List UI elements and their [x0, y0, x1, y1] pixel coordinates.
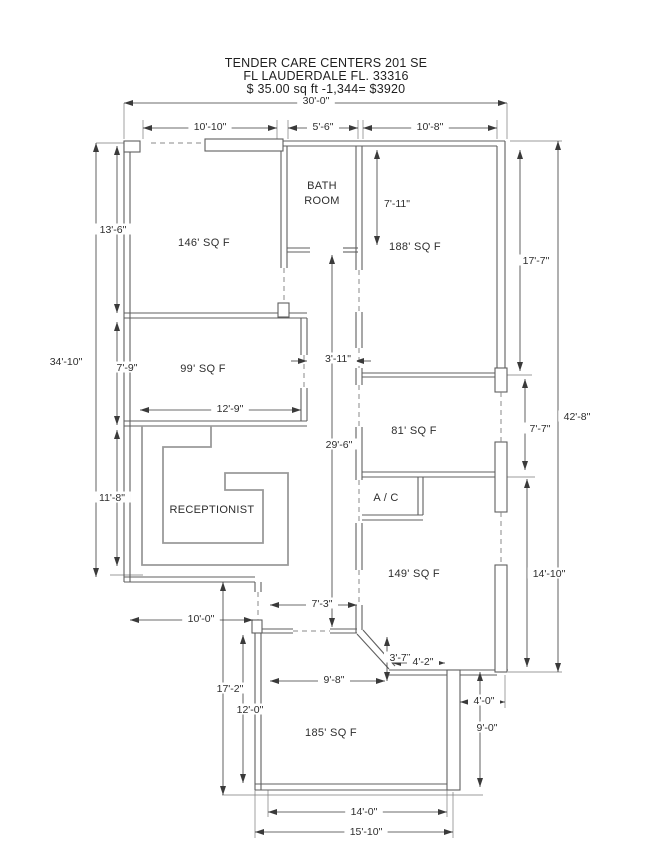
room-label: 81' SQ F: [391, 425, 436, 437]
dimension-label: 14'-10": [533, 568, 566, 580]
dimension-label: 5'-6": [313, 121, 334, 133]
room-label: 149' SQ F: [388, 568, 440, 580]
dimension-label: 7'-9": [117, 362, 138, 374]
dimension-label: 42'-8": [564, 411, 591, 423]
dimension-labels-layer: 30'-0" 10'-10" 5'-6" 10'-8" 13'-6" 34'-10" 7'-…: [44, 94, 596, 838]
dimension-label: 4'-2": [413, 656, 434, 668]
openings-layer: [151, 142, 502, 632]
room-label: 188' SQ F: [389, 241, 441, 253]
room-label: 99' SQ F: [180, 363, 225, 375]
title-line-2: FL LAUDERDALE FL. 33316: [243, 69, 409, 83]
dimension-label: 12'-0": [237, 704, 264, 716]
wall-posts-layer: [123, 138, 508, 791]
room-label: ROOM: [304, 195, 339, 207]
title-line-3: $ 35.00 sq ft -1,344= $3920: [246, 82, 406, 96]
dimension-label: 14'-0": [351, 806, 378, 818]
dimension-label: 10'-10": [194, 121, 227, 133]
room-label: RECEPTIONIST: [170, 504, 255, 516]
room-label: 185' SQ F: [305, 727, 357, 739]
dimension-label: 10'-0": [188, 613, 215, 625]
extension-lines-layer: [96, 103, 562, 838]
room-label: BATH: [307, 180, 337, 192]
room-labels-layer: BATH ROOM 146' SQ F 188' SQ F 99' SQ F 81' SQ…: [170, 180, 441, 739]
dimension-label: 29'-6": [326, 439, 353, 451]
title-block: TENDER CARE CENTERS 201 SE FL LAUDERDALE…: [0, 57, 652, 96]
dimension-label: 4'-0": [474, 695, 495, 707]
dimension-label: 7'-11": [384, 198, 410, 210]
dimension-label: 11'-8": [99, 492, 125, 504]
dimension-label: 9'-8": [324, 674, 345, 686]
room-label: A / C: [373, 492, 398, 504]
dimension-label: 7'-3": [312, 598, 333, 610]
dimension-label: 17'-2": [217, 683, 244, 695]
dimension-label: 3'-11": [325, 353, 351, 365]
dimension-label: 30'-0": [303, 95, 330, 107]
room-label: 146' SQ F: [178, 237, 230, 249]
dimension-label: 15'-10": [350, 826, 383, 838]
dimension-label: 13'-6": [100, 224, 127, 236]
title-line-1: TENDER CARE CENTERS 201 SE: [224, 56, 428, 70]
dimension-label: 12'-9": [217, 403, 244, 415]
dimension-label: 17'-7": [523, 255, 550, 267]
dimension-label: 7'-7": [530, 423, 551, 435]
reception-desk: [141, 426, 289, 566]
dimension-label: 10'-8": [417, 121, 444, 133]
dimension-label: 34'-10": [50, 356, 83, 368]
dimension-label: 3'-7": [390, 652, 411, 664]
dimension-label: 9'-0": [477, 722, 498, 734]
